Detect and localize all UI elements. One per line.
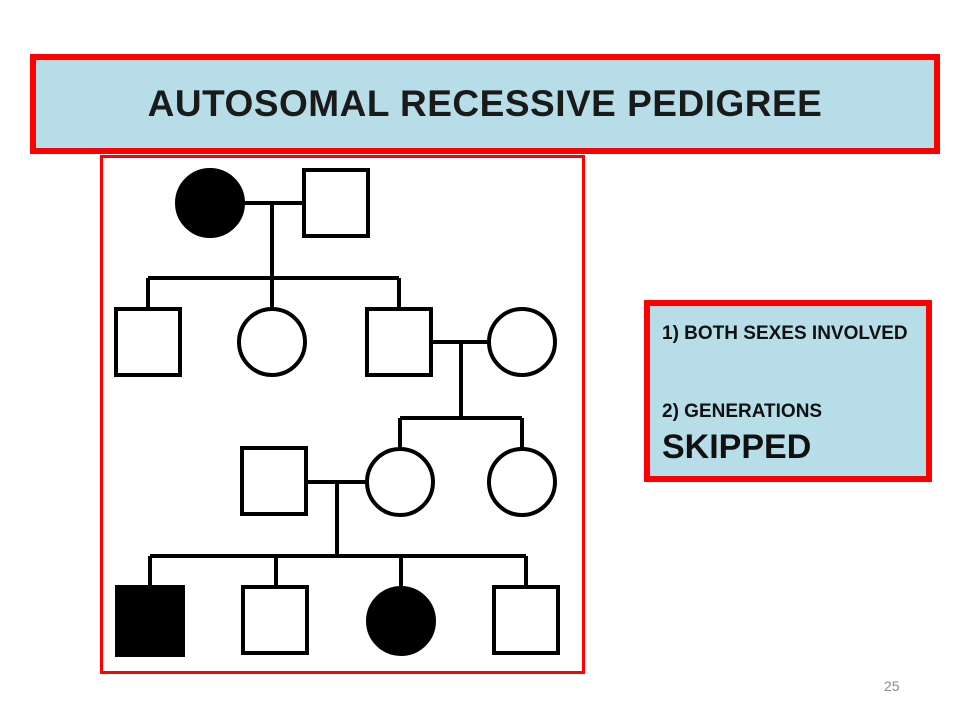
affected-female-symbol	[366, 586, 436, 656]
title-banner: AUTOSOMAL RECESSIVE PEDIGREE	[30, 54, 940, 154]
notes-panel: 1) BOTH SEXES INVOLVED 2) GENERATIONS SK…	[644, 300, 932, 482]
pedigree-symbols	[114, 168, 560, 657]
unaffected-male-symbol	[302, 168, 370, 238]
pedigree-lines	[146, 201, 528, 587]
unaffected-female-symbol	[487, 447, 557, 517]
unaffected-female-symbol	[237, 307, 307, 377]
note-both-sexes: 1) BOTH SEXES INVOLVED	[662, 323, 908, 344]
unaffected-female-symbol	[487, 307, 557, 377]
unaffected-male-symbol	[365, 307, 433, 377]
note-skipped: SKIPPED	[662, 428, 812, 466]
unaffected-male-symbol	[492, 585, 560, 655]
unaffected-male-symbol	[114, 307, 182, 377]
unaffected-female-symbol	[365, 447, 435, 517]
slide-title: AUTOSOMAL RECESSIVE PEDIGREE	[147, 83, 823, 124]
unaffected-male-symbol	[241, 585, 309, 655]
affected-female-symbol	[175, 168, 245, 238]
note-generations: 2) GENERATIONS	[662, 401, 823, 422]
affected-male-symbol	[115, 585, 185, 657]
page-number: 25	[884, 678, 900, 694]
unaffected-male-symbol	[240, 446, 308, 516]
